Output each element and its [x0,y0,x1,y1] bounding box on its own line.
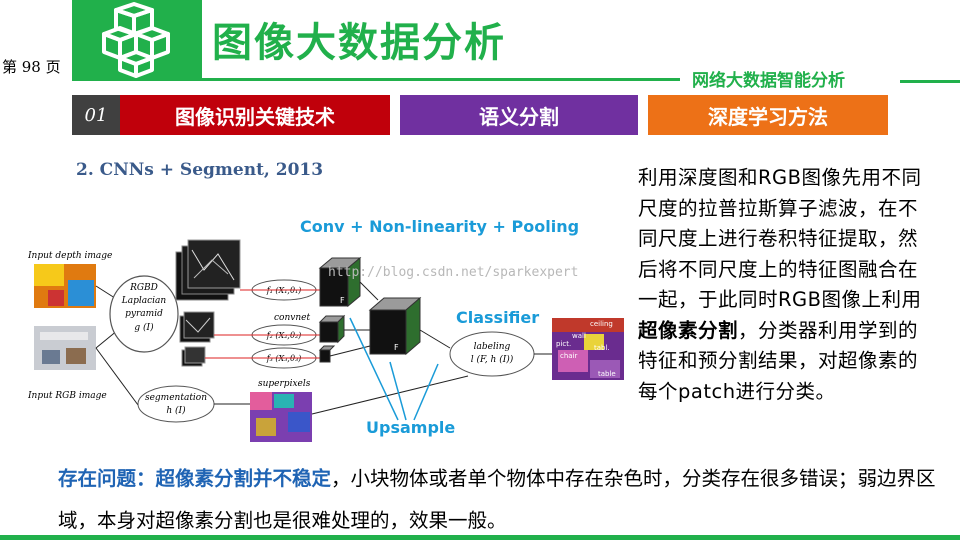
svg-text:pict.: pict. [556,340,571,348]
svg-text:F: F [340,296,345,305]
svg-text:pyramid: pyramid [125,309,163,319]
feature-cube-3 [318,345,336,363]
logo [72,0,202,80]
svg-text:Laplacian: Laplacian [121,296,167,306]
svg-text:ceiling: ceiling [590,320,613,328]
segmentation-node [137,385,215,423]
section-number: 01 [72,95,120,135]
upsample-label: Upsample [366,418,455,437]
page-number: 第 98 页 [2,58,61,76]
svg-text:convnet: convnet [274,313,310,323]
feature-cube-1: F [318,256,362,308]
footer-divider [0,535,960,540]
svg-text:l (F, h (I)): l (F, h (I)) [471,354,514,365]
output-label-map: ceiling wall pict. chair tabl. table [552,318,624,380]
feature-cube-2 [318,314,346,344]
superpixel-highlight: 超像素分割 [638,318,739,342]
problem-statement: 存在问题：超像素分割并不稳定，小块物体或者单个物体中存在杂色时，分类存在很多错误… [58,467,936,532]
input-rgb-label: Input RGB image [28,391,107,401]
svg-text:F: F [394,343,399,352]
header-divider [72,78,680,81]
svg-text:tabl.: tabl. [594,344,610,352]
classifier-label: Classifier [456,308,539,327]
svg-text:superpixels: superpixels [258,379,311,389]
header-divider-right [900,80,960,83]
watermark: http://blog.csdn.net/sparkexpert [328,265,578,280]
svg-text:wall: wall [572,332,586,340]
method-description: 利用深度图和RGB图像先用不同尺度的拉普拉斯算子滤波，在不同尺度上进行卷积特征提… [638,166,922,403]
figure-title: 2. CNNs + Segment, 2013 [76,160,324,180]
page-title: 图像大数据分析 [212,20,506,66]
svg-text:segmentation: segmentation [145,393,207,403]
scale-stack-2 [179,311,215,343]
section-subtitle: 网络大数据智能分析 [692,71,845,91]
pyramid-node [109,275,179,353]
svg-text:g (I): g (I) [134,322,154,333]
tab-semantic-segmentation[interactable]: 语义分割 [400,95,638,135]
svg-text:RGBD: RGBD [129,283,158,293]
pipeline-diagram: Input depth image Input RGB image RGBD L… [28,217,624,442]
problem-highlight: 存在问题：超像素分割并不稳定 [58,467,332,490]
conv-label: Conv + Non-linearity + Pooling [300,217,579,236]
cnn-segment-figure: 2. CNNs + Segment, 2013 Input depth imag… [28,150,633,450]
tab-image-recognition[interactable]: 图像识别关键技术 [120,95,390,135]
tab-deep-learning[interactable]: 深度学习方法 [648,95,888,135]
svg-text:table: table [598,370,616,378]
svg-text:chair: chair [560,352,578,360]
superpixels-image [250,392,312,442]
scale-stack-1 [175,239,241,301]
cubes-icon [102,2,170,78]
labeling-node [449,331,535,377]
combined-feature-cube: F [368,296,422,356]
svg-text:h (I): h (I) [166,405,186,416]
svg-text:labeling: labeling [474,342,511,352]
scale-stack-3 [181,346,206,367]
input-depth-label: Input depth image [28,251,112,261]
